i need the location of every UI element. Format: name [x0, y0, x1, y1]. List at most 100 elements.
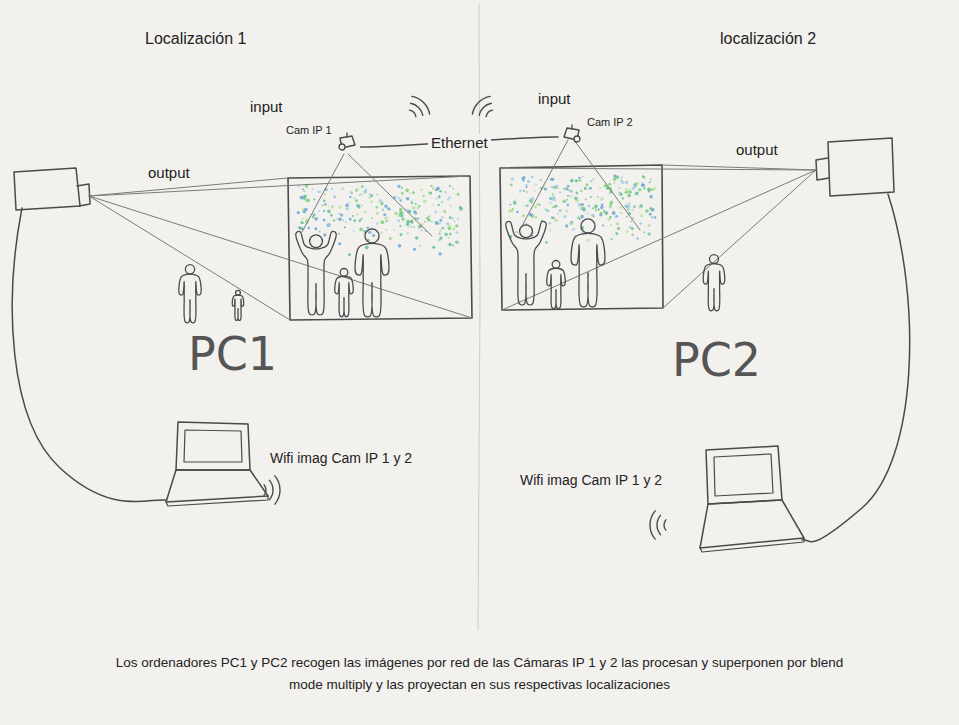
particle: [400, 199, 402, 201]
particle: [380, 232, 382, 234]
particle: [648, 190, 651, 193]
projection-screen: [288, 176, 472, 320]
power-video-cable: [802, 194, 910, 542]
particle: [551, 216, 554, 219]
particle: [382, 209, 384, 211]
particle: [649, 178, 652, 181]
particle: [633, 206, 635, 208]
particle: [456, 241, 460, 245]
particle: [401, 192, 404, 195]
signal-label: output: [736, 141, 778, 158]
particle: [446, 222, 449, 225]
particle: [412, 206, 416, 210]
particle: [349, 191, 352, 194]
particle: [459, 206, 462, 209]
particle: [430, 185, 432, 187]
particle: [323, 200, 326, 203]
wifi-arc: [657, 515, 661, 534]
wifi-arc: [409, 110, 415, 116]
particle: [413, 248, 416, 251]
particle: [516, 211, 519, 214]
camera-view-line: [522, 140, 568, 226]
particle: [455, 231, 458, 234]
particle: [621, 176, 623, 178]
signal-label: output: [148, 164, 190, 181]
particle: [399, 225, 401, 227]
particle: [319, 191, 321, 193]
particle: [372, 234, 375, 237]
particle: [423, 195, 425, 197]
camera-lens: [339, 144, 345, 150]
wifi-arc: [264, 485, 266, 495]
particle: [348, 202, 350, 204]
particle: [633, 185, 636, 188]
particle: [450, 205, 452, 207]
particle: [389, 237, 392, 240]
particle: [586, 183, 589, 186]
particle: [410, 220, 414, 224]
particle: [355, 188, 359, 192]
particle: [357, 213, 359, 215]
particle: [439, 190, 441, 192]
particle: [559, 192, 561, 194]
particle: [587, 212, 589, 214]
particle: [570, 221, 574, 225]
particle: [323, 233, 326, 236]
particle: [355, 190, 357, 192]
particle: [619, 193, 622, 196]
label-anchor: input: [538, 90, 571, 107]
laptop-base: [700, 500, 804, 548]
particle: [399, 208, 403, 212]
particle: [414, 213, 416, 215]
particle: [629, 189, 631, 191]
person-body: [355, 243, 389, 317]
particle: [540, 179, 542, 181]
particle: [531, 176, 534, 179]
particle: [381, 221, 384, 224]
particle: [449, 233, 452, 236]
particle: [380, 202, 384, 206]
wifi-arc: [412, 96, 430, 114]
wifi-note: Wifi imag Cam IP 1 y 2: [270, 450, 412, 466]
particle: [407, 226, 409, 228]
particle: [323, 210, 325, 212]
particle: [578, 177, 581, 180]
particle: [401, 217, 405, 221]
person-head: [236, 290, 241, 295]
particle: [614, 216, 617, 219]
projector-lens: [816, 158, 829, 180]
projection-beam: [89, 176, 470, 196]
particle: [648, 224, 651, 227]
person-head: [340, 268, 348, 276]
particle: [631, 209, 633, 211]
particle: [436, 187, 440, 191]
laptop-display: [714, 454, 773, 496]
person-figure: [571, 219, 605, 307]
particle: [625, 188, 628, 191]
particle: [549, 229, 551, 231]
wifi-symbol: [409, 96, 429, 116]
particle: [617, 227, 620, 230]
person-head: [710, 255, 719, 264]
particle: [622, 197, 624, 199]
person-head: [185, 265, 194, 274]
particle: [612, 211, 616, 215]
particle: [438, 222, 441, 225]
particle: [298, 226, 301, 229]
particle: [312, 213, 315, 216]
particle: [539, 204, 541, 206]
particle: [297, 211, 300, 214]
center-divider: [478, 4, 480, 630]
particle: [512, 208, 514, 210]
particle: [544, 208, 546, 210]
particle: [321, 204, 323, 206]
particle: [385, 229, 387, 231]
particle: [555, 205, 558, 208]
projector-lens: [77, 184, 90, 206]
computer-name: PC1: [188, 328, 277, 381]
wifi-arc: [472, 96, 490, 114]
particle: [386, 220, 388, 222]
particle: [441, 216, 443, 218]
particle: [526, 205, 528, 207]
particle: [452, 227, 455, 230]
